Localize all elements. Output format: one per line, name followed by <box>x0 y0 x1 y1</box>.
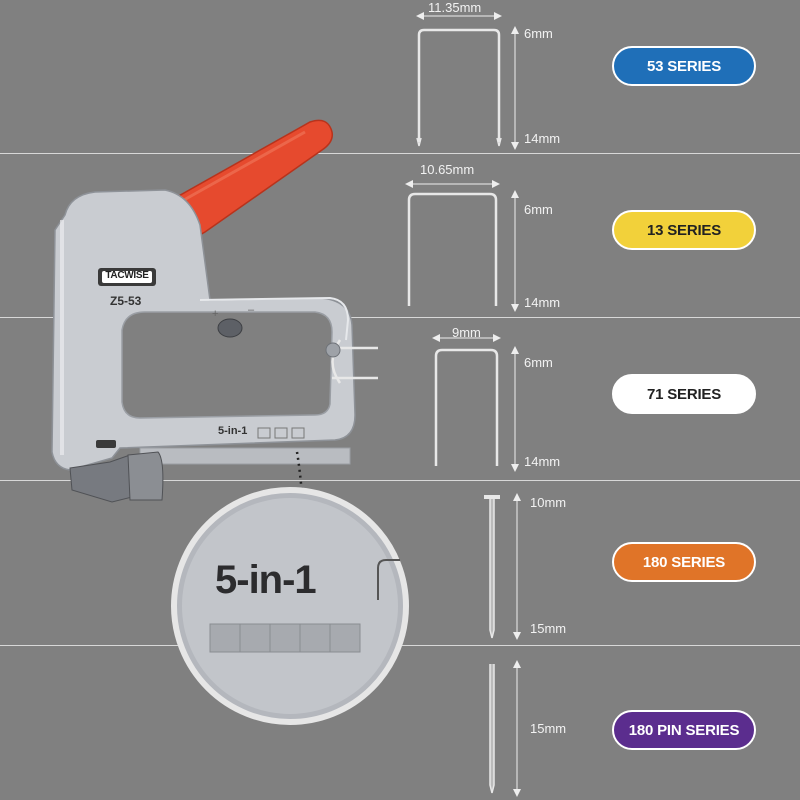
row-divider-3 <box>0 480 800 481</box>
svg-text:–: – <box>248 304 255 316</box>
staple-13-drawing <box>405 180 519 312</box>
model-label: Z5-53 <box>110 294 142 308</box>
length-180-pin: 15mm <box>530 721 567 736</box>
bottom-length-71: 14mm <box>524 454 561 469</box>
series-badge-13-label: 13 SERIES <box>646 221 722 239</box>
row-divider-2 <box>0 317 800 318</box>
bottom-length-180: 15mm <box>530 621 567 636</box>
svg-text:+: + <box>212 308 218 320</box>
top-length-71: 6mm <box>524 355 553 370</box>
crown-width-53: 11.35mm <box>428 0 482 15</box>
series-badge-180-label: 180 SERIES <box>642 553 726 571</box>
series-badge-71-label: 71 SERIES <box>646 385 722 403</box>
top-length-180: 10mm <box>530 495 567 510</box>
feature-label: 5-in-1 <box>218 425 248 437</box>
series-badge-71: 71 SERIES <box>612 374 756 414</box>
top-length-13: 6mm <box>524 202 553 217</box>
stapler-illustration: + – <box>51 119 378 503</box>
staple-71-drawing <box>432 334 519 472</box>
pin-180-drawing <box>489 660 521 797</box>
staple-53-drawing <box>416 12 519 150</box>
crown-width-71: 9mm <box>452 325 481 340</box>
zoom-feature-label: 5-in-1 <box>215 558 317 602</box>
brand-logo-text: TACWISE <box>105 270 149 281</box>
series-badge-13: 13 SERIES <box>612 210 756 250</box>
series-badge-180: 180 SERIES <box>612 542 756 582</box>
series-badge-53-label: 53 SERIES <box>646 57 722 75</box>
bottom-length-13: 14mm <box>524 295 561 310</box>
series-badge-53: 53 SERIES <box>612 46 756 86</box>
series-badge-180-pin-label: 180 PIN SERIES <box>628 721 740 739</box>
zoom-inset <box>171 487 409 725</box>
top-length-53: 6mm <box>524 26 553 41</box>
crown-width-13: 10.65mm <box>420 162 475 177</box>
bottom-length-53: 14mm <box>524 131 561 146</box>
row-divider-1 <box>0 153 800 154</box>
brad-180-drawing <box>484 493 521 640</box>
series-badge-180-pin: 180 PIN SERIES <box>612 710 756 750</box>
